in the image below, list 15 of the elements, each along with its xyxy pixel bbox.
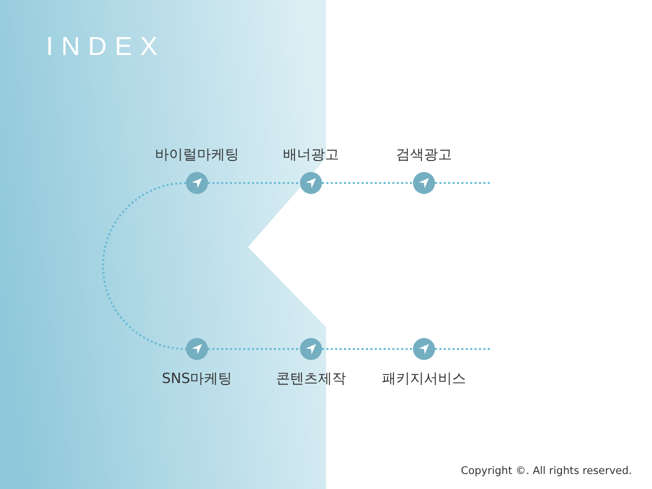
menu-label: 패키지서비스 <box>382 370 466 388</box>
copyright-note: Copyright ©. All rights reserved. <box>460 464 632 478</box>
menu-label: 검색광고 <box>396 146 452 164</box>
menu-label: SNS마케팅 <box>162 370 232 388</box>
dotted-line <box>208 348 300 350</box>
dotted-line <box>435 182 490 184</box>
menu-label: 바이럴마케팅 <box>155 146 239 164</box>
title: INDEX <box>46 31 166 61</box>
menu-label: 콘텐츠제작 <box>276 370 346 388</box>
menu-label: 배너광고 <box>283 146 339 164</box>
dotted-line <box>435 348 490 350</box>
dotted-line <box>208 182 300 184</box>
dotted-line <box>322 348 413 350</box>
dotted-line <box>322 182 413 184</box>
dotted-line <box>102 182 186 350</box>
